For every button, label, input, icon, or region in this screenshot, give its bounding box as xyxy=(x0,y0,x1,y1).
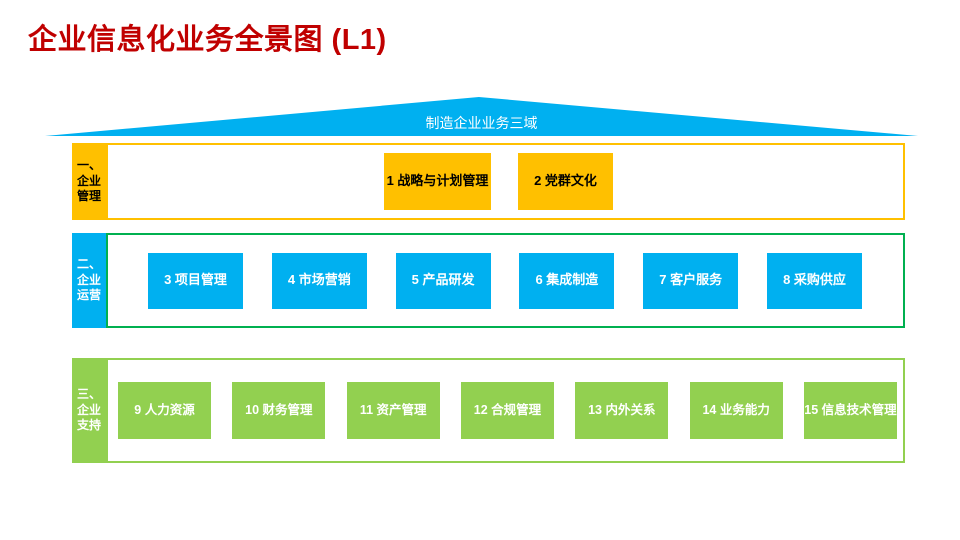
box-human-resources: 9 人力资源 xyxy=(118,382,211,439)
row-enterprise-support: 三、 企业 支持 9 人力资源 10 财务管理 11 资产管理 12 合规管理 … xyxy=(72,358,905,463)
row-enterprise-operations: 二、 企业 运营 3 项目管理 4 市场营销 5 产品研发 6 集成制造 7 客… xyxy=(72,233,905,328)
box-party-culture: 2 党群文化 xyxy=(518,153,613,210)
box-marketing: 4 市场营销 xyxy=(271,252,367,309)
box-it-management: 15 信息技术管理 xyxy=(803,382,897,439)
box-customer-service: 7 客户服务 xyxy=(643,252,739,309)
box-finance-management: 10 财务管理 xyxy=(232,382,326,439)
row-body-enterprise-operations: 3 项目管理 4 市场营销 5 产品研发 6 集成制造 7 客户服务 8 采购供… xyxy=(106,233,905,328)
box-internal-external-relations: 13 内外关系 xyxy=(575,382,669,439)
roof-banner-label: 制造企业业务三域 xyxy=(425,114,538,131)
row-body-enterprise-support: 9 人力资源 10 财务管理 11 资产管理 12 合规管理 13 内外关系 1… xyxy=(106,358,905,463)
box-product-rd: 5 产品研发 xyxy=(395,252,491,309)
box-integrated-manufacturing: 6 集成制造 xyxy=(519,252,615,309)
row-body-enterprise-management: 1 战略与计划管理 2 党群文化 xyxy=(106,143,905,220)
box-compliance-management: 12 合规管理 xyxy=(460,382,554,439)
row-label-enterprise-operations: 二、 企业 运营 xyxy=(72,233,106,328)
row-label-enterprise-management: 一、 企业 管理 xyxy=(72,143,106,220)
box-business-capability: 14 业务能力 xyxy=(689,382,783,439)
row-enterprise-management: 一、 企业 管理 1 战略与计划管理 2 党群文化 xyxy=(72,143,905,220)
row-label-enterprise-support: 三、 企业 支持 xyxy=(72,358,106,463)
box-asset-management: 11 资产管理 xyxy=(346,382,440,439)
box-procurement-supply: 8 采购供应 xyxy=(766,252,862,309)
page-title: 企业信息化业务全景图 (L1) xyxy=(28,24,387,56)
box-project-management: 3 项目管理 xyxy=(148,252,243,309)
roof-banner: 制造企业业务三域 xyxy=(45,97,918,136)
box-strategy-plan-management: 1 战略与计划管理 xyxy=(384,153,491,210)
